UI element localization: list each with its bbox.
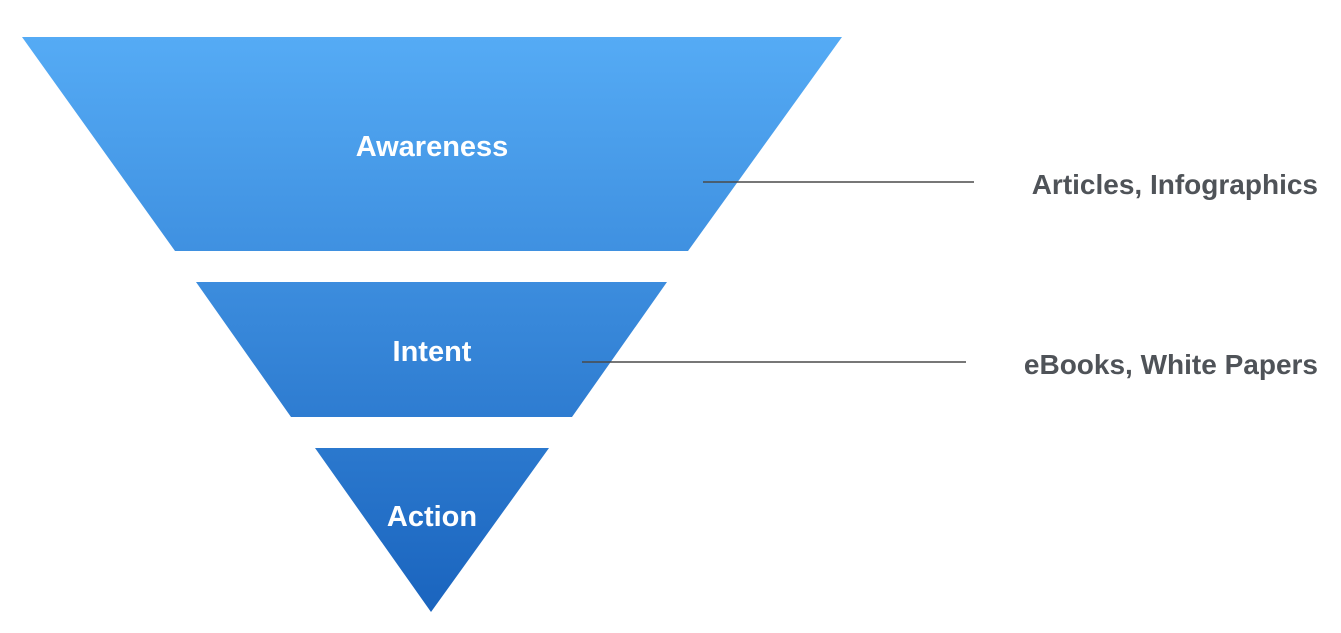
stage-label-intent: Intent bbox=[393, 336, 472, 368]
funnel-stage-intent bbox=[196, 282, 667, 417]
funnel-stage-action bbox=[315, 448, 549, 612]
funnel-stage-awareness bbox=[22, 37, 842, 251]
stage-label-awareness: Awareness bbox=[356, 131, 509, 163]
callout-label-intent: eBooks, White Papers bbox=[1024, 349, 1318, 380]
stage-label-action: Action bbox=[387, 501, 477, 533]
callout-label-awareness: Articles, Infographics bbox=[1032, 169, 1318, 200]
